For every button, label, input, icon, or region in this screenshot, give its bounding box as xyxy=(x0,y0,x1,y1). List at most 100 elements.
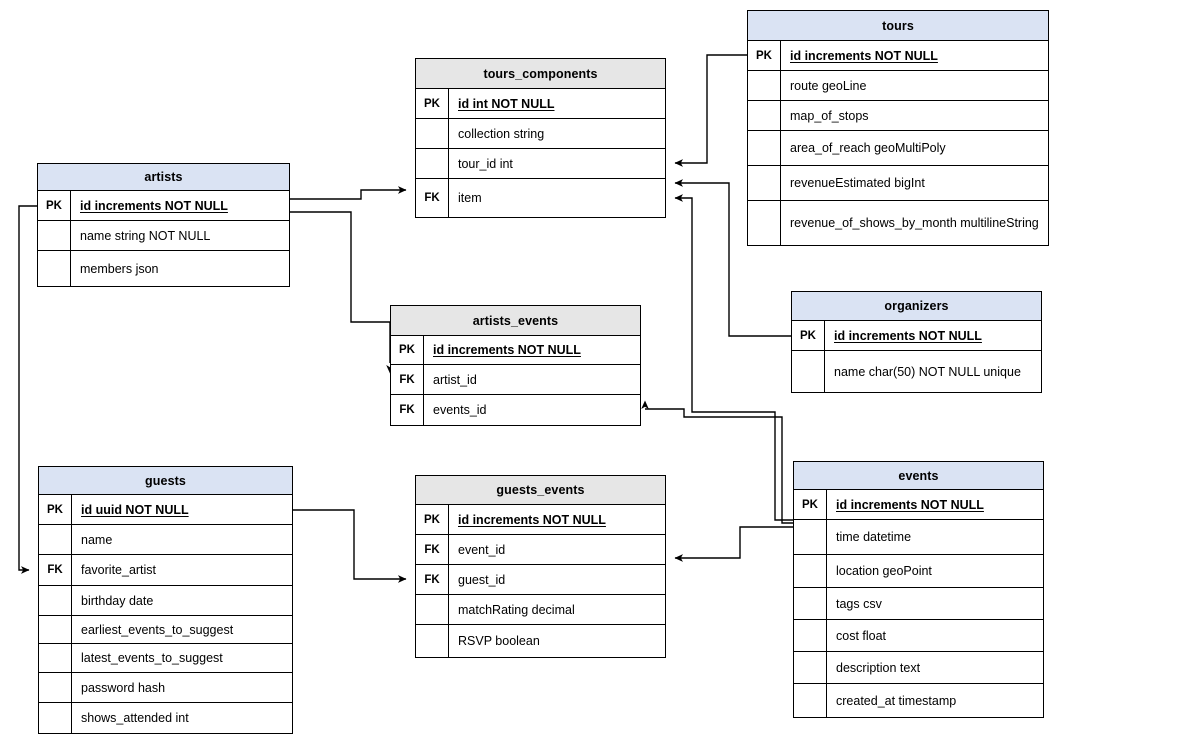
attribute-row[interactable]: shows_attended int xyxy=(39,703,292,733)
attribute-row[interactable]: tags csv xyxy=(794,588,1043,620)
edge-tours-tours-components xyxy=(674,54,747,167)
attribute-label: id increments NOT NULL xyxy=(790,48,938,63)
attribute-label: tour_id int xyxy=(458,156,513,171)
attribute-label: id increments NOT NULL xyxy=(836,497,984,512)
attribute-label: latest_events_to_suggest xyxy=(81,651,223,665)
attribute-row[interactable]: RSVP boolean xyxy=(416,625,665,657)
attribute-label: revenue_of_shows_by_month multilineStrin… xyxy=(790,216,1039,230)
attribute-label: matchRating decimal xyxy=(458,602,575,617)
attribute-label: id uuid NOT NULL xyxy=(81,502,189,517)
attribute-label: events_id xyxy=(433,403,487,417)
key-badge xyxy=(748,131,781,165)
attribute-label: time datetime xyxy=(836,530,912,544)
attribute-row[interactable]: password hash xyxy=(39,673,292,703)
attribute-row[interactable]: time datetime xyxy=(794,520,1043,555)
attribute-row[interactable]: revenue_of_shows_by_month multilineStrin… xyxy=(748,201,1048,245)
attribute-row[interactable]: area_of_reach geoMultiPoly xyxy=(748,131,1048,166)
attribute-label: created_at timestamp xyxy=(836,693,957,708)
attribute-row[interactable]: route geoLine xyxy=(748,71,1048,101)
attribute-label: RSVP boolean xyxy=(458,634,540,648)
attribute-row[interactable]: location geoPoint xyxy=(794,555,1043,588)
key-badge xyxy=(748,166,781,200)
attribute-row[interactable]: FK item xyxy=(416,179,665,217)
edge-artists-tours-components xyxy=(290,186,407,200)
key-badge xyxy=(38,221,71,250)
edge-events-guests-events xyxy=(674,526,793,562)
attribute-label: revenueEstimated bigInt xyxy=(790,176,925,190)
attribute-label: members json xyxy=(80,261,159,276)
key-badge: PK xyxy=(748,41,781,70)
attribute-row[interactable]: matchRating decimal xyxy=(416,595,665,625)
key-badge xyxy=(39,673,72,702)
key-badge xyxy=(416,119,449,148)
attribute-row[interactable]: name xyxy=(39,525,292,555)
attribute-row[interactable]: name string NOT NULL xyxy=(38,221,289,251)
key-badge: FK xyxy=(416,179,449,217)
attribute-label: description text xyxy=(836,660,921,675)
edge-guests-guests-events xyxy=(293,509,407,583)
key-badge xyxy=(39,586,72,615)
key-badge: FK xyxy=(416,565,449,594)
key-badge xyxy=(794,555,827,587)
attribute-row[interactable]: PK id uuid NOT NULL xyxy=(39,495,292,525)
attribute-label: password hash xyxy=(81,680,166,695)
attribute-row[interactable]: name char(50) NOT NULL unique xyxy=(792,351,1041,392)
attribute-row[interactable]: earliest_events_to_suggest xyxy=(39,616,292,644)
attribute-row[interactable]: members json xyxy=(38,251,289,286)
key-badge xyxy=(748,201,781,245)
attribute-row[interactable]: PK id increments NOT NULL xyxy=(748,41,1048,71)
key-badge xyxy=(794,520,827,554)
attribute-row[interactable]: FK events_id xyxy=(391,395,640,425)
attribute-row[interactable]: birthday date xyxy=(39,586,292,616)
edge-events-tours-components xyxy=(674,194,793,521)
attribute-row[interactable]: collection string xyxy=(416,119,665,149)
attribute-row[interactable]: map_of_stops xyxy=(748,101,1048,131)
key-badge: PK xyxy=(39,495,72,524)
key-badge: FK xyxy=(391,395,424,425)
key-badge xyxy=(794,684,827,717)
attribute-row[interactable]: created_at timestamp xyxy=(794,684,1043,717)
attribute-label: id increments NOT NULL xyxy=(458,512,606,527)
attribute-row[interactable]: cost float xyxy=(794,620,1043,652)
key-badge xyxy=(39,616,72,643)
attribute-label: item xyxy=(458,191,482,205)
attribute-label: collection string xyxy=(458,126,545,141)
key-badge xyxy=(748,71,781,100)
entity-title-organizers: organizers xyxy=(792,292,1041,321)
key-badge xyxy=(416,625,449,657)
attribute-label: route geoLine xyxy=(790,78,867,93)
entity-title-artists: artists xyxy=(38,164,289,191)
attribute-row[interactable]: tour_id int xyxy=(416,149,665,179)
edge-events-artists-events xyxy=(645,408,793,524)
attribute-row[interactable]: description text xyxy=(794,652,1043,684)
entity-title-events: events xyxy=(794,462,1043,490)
entity-title-tours_components: tours_components xyxy=(416,59,665,89)
edge-artists-guests xyxy=(18,205,37,574)
attribute-row[interactable]: latest_events_to_suggest xyxy=(39,644,292,673)
attribute-label: artist_id xyxy=(433,372,477,387)
key-badge: PK xyxy=(792,321,825,350)
entity-title-tours: tours xyxy=(748,11,1048,41)
attribute-label: name char(50) NOT NULL unique xyxy=(834,364,1021,379)
attribute-label: id increments NOT NULL xyxy=(433,343,581,357)
attribute-row[interactable]: revenueEstimated bigInt xyxy=(748,166,1048,201)
key-badge xyxy=(38,251,71,286)
